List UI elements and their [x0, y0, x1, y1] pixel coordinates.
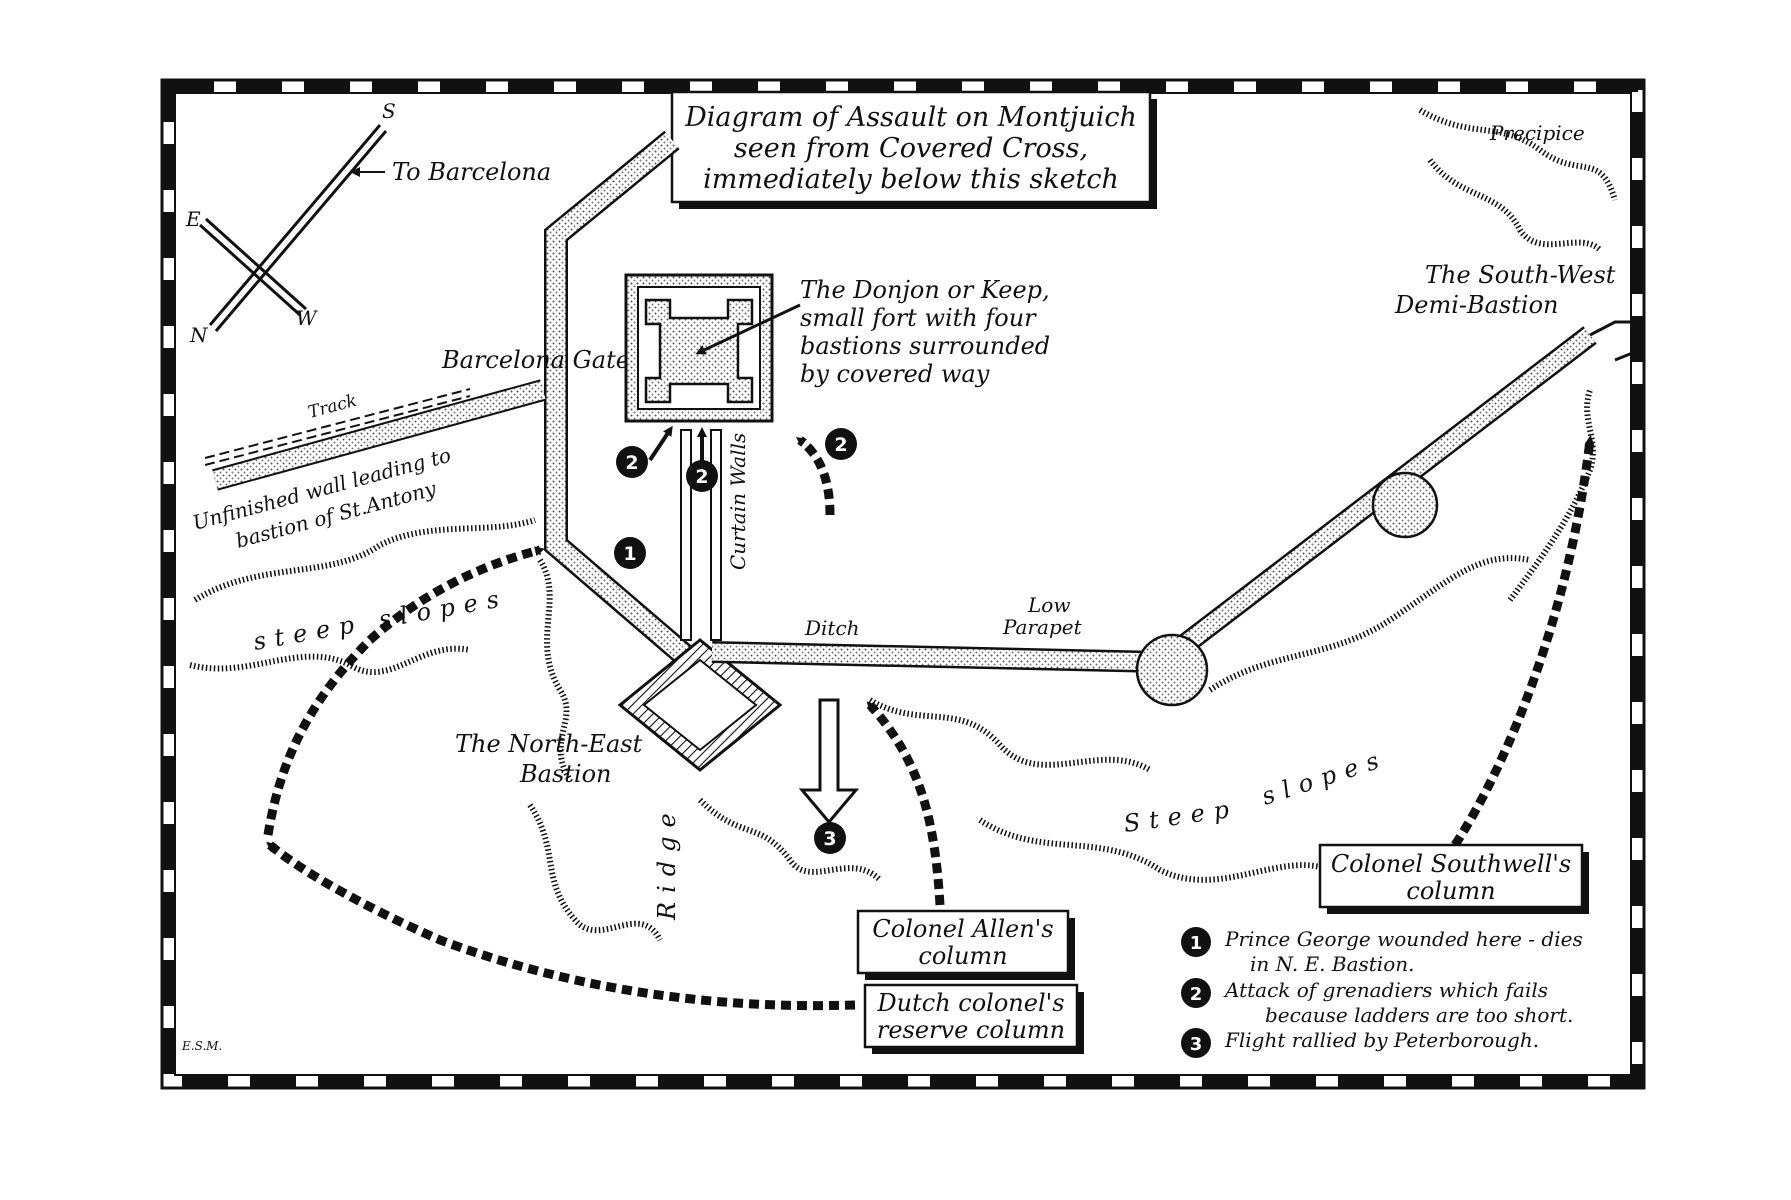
low-parapet-label-2: Parapet: [1002, 615, 1083, 639]
dutch-column-label-2: reserve column: [877, 1016, 1065, 1044]
low-parapet-label-1: Low: [1027, 593, 1070, 617]
donjon-keep: [624, 273, 801, 423]
retreat-arrow: [798, 698, 860, 825]
dutch-column-label-1: Dutch colonel's: [876, 989, 1064, 1017]
curtain-walls: Curtain Walls: [680, 429, 750, 641]
ridge-label: Ridge: [653, 804, 681, 921]
svg-text:2: 2: [625, 452, 638, 474]
svg-text:2: 2: [695, 466, 708, 488]
legend-item-1: 1 Prince George wounded here - dies in N…: [1181, 927, 1583, 976]
title-line-1: Diagram of Assault on Montjuich: [684, 102, 1137, 133]
donjon-label-1: The Donjon or Keep,: [800, 276, 1050, 304]
legend-text-2a: Attack of grenadiers which fails: [1223, 978, 1548, 1002]
southwell-column-label-1: Colonel Southwell's: [1331, 850, 1571, 878]
sw-bastion-label-1: The South-West: [1425, 261, 1616, 289]
svg-text:3: 3: [823, 828, 836, 850]
compass-w: W: [296, 306, 318, 330]
compass-rose: S E N W To Barcelona: [185, 99, 551, 347]
outer-wall-west: [544, 130, 698, 670]
curtain-walls-label: Curtain Walls: [726, 433, 750, 570]
attack-routes: [263, 435, 1595, 1011]
legend: 1 Prince George wounded here - dies in N…: [1181, 927, 1583, 1058]
marker-2-left: 2: [616, 446, 648, 478]
north-flank-route: [263, 545, 545, 836]
southwell-route: [1451, 435, 1595, 848]
artist-initials: E.S.M.: [181, 1039, 222, 1053]
donjon-pointer-arrow: [695, 303, 801, 355]
south-wall: Ditch Low Parapet The South-West Demi-Ba…: [711, 261, 1642, 707]
allen-column-label-1: Colonel Allen's: [872, 915, 1053, 943]
legend-item-3: 3 Flight rallied by Peterborough.: [1181, 1028, 1539, 1058]
ditch-label: Ditch: [804, 616, 860, 640]
southwell-column-box: Colonel Southwell's column: [1318, 843, 1589, 914]
grenadier-arrow-left: [648, 425, 673, 462]
legend-text-2b: because ladders are too short.: [1265, 1003, 1573, 1027]
donjon-label-2: small fort with four: [800, 304, 1037, 332]
allen-column-label-2: column: [918, 942, 1007, 970]
compass-n: N: [189, 323, 209, 347]
marker-2-center: 2: [686, 460, 718, 492]
donjon-label: The Donjon or Keep, small fort with four…: [800, 276, 1050, 388]
svg-text:2: 2: [1190, 984, 1203, 1005]
marker-1: 1: [614, 537, 646, 569]
southwell-column-label-2: column: [1406, 877, 1495, 905]
legend-text-1b: in N. E. Bastion.: [1250, 952, 1414, 976]
barcelona-gate-label: Barcelona Gate: [441, 346, 630, 374]
allen-column-box: Colonel Allen's column: [856, 909, 1075, 980]
sw-bastion-label-2: Demi-Bastion: [1394, 291, 1558, 319]
legend-text-1a: Prince George wounded here - dies: [1224, 927, 1583, 951]
terrain-hachures: [189, 107, 1618, 942]
precipice-label: Precipice: [1489, 121, 1585, 145]
north-east-bastion: The North-East Bastion: [455, 638, 783, 788]
dutch-column-box: Dutch colonel's reserve column: [863, 983, 1084, 1054]
marker-2-right: 2: [825, 428, 857, 460]
compass-s: S: [382, 99, 396, 123]
title-line-2: seen from Covered Cross,: [734, 133, 1088, 164]
allen-route: [866, 701, 945, 906]
svg-text:3: 3: [1190, 1034, 1203, 1055]
svg-text:1: 1: [623, 543, 636, 565]
to-barcelona-label: To Barcelona: [392, 158, 551, 186]
svg-text:2: 2: [834, 434, 847, 456]
donjon-label-4: by covered way: [800, 360, 990, 388]
legend-item-2: 2 Attack of grenadiers which fails becau…: [1181, 978, 1573, 1027]
title-box: Diagram of Assault on Montjuich seen fro…: [670, 90, 1157, 209]
ne-bastion-label-1: The North-East: [455, 730, 643, 758]
marker-3: 3: [814, 822, 846, 854]
title-line-3: immediately below this sketch: [703, 164, 1119, 195]
legend-text-3a: Flight rallied by Peterborough.: [1224, 1028, 1539, 1052]
svg-text:1: 1: [1190, 933, 1203, 954]
donjon-label-3: bastions surrounded: [800, 332, 1050, 360]
compass-e: E: [185, 207, 201, 231]
dutch-reserve-route: [266, 841, 856, 1011]
